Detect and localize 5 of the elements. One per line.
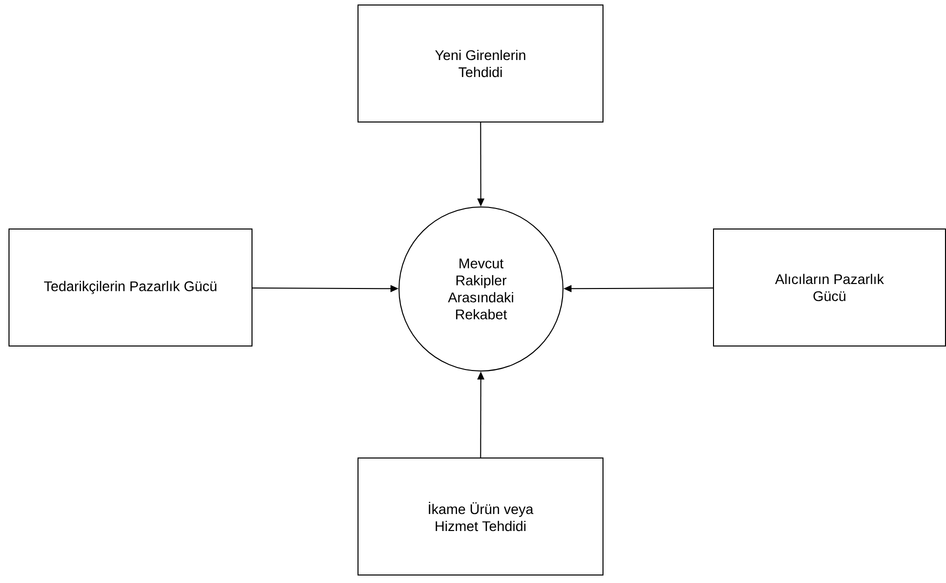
process-box: Alıcıların Pazarlık Gücü (713, 228, 946, 346)
process-box: İkame Ürün veya Hizmet Tehdidi (358, 458, 604, 576)
process-box: Tedarikçilerin Pazarlık Gücü (8, 228, 252, 346)
circle-node: Mevcut Rakipler Arasındaki Rekabet (398, 206, 564, 372)
process-box: Yeni Girenlerin Tehdidi (358, 4, 604, 122)
